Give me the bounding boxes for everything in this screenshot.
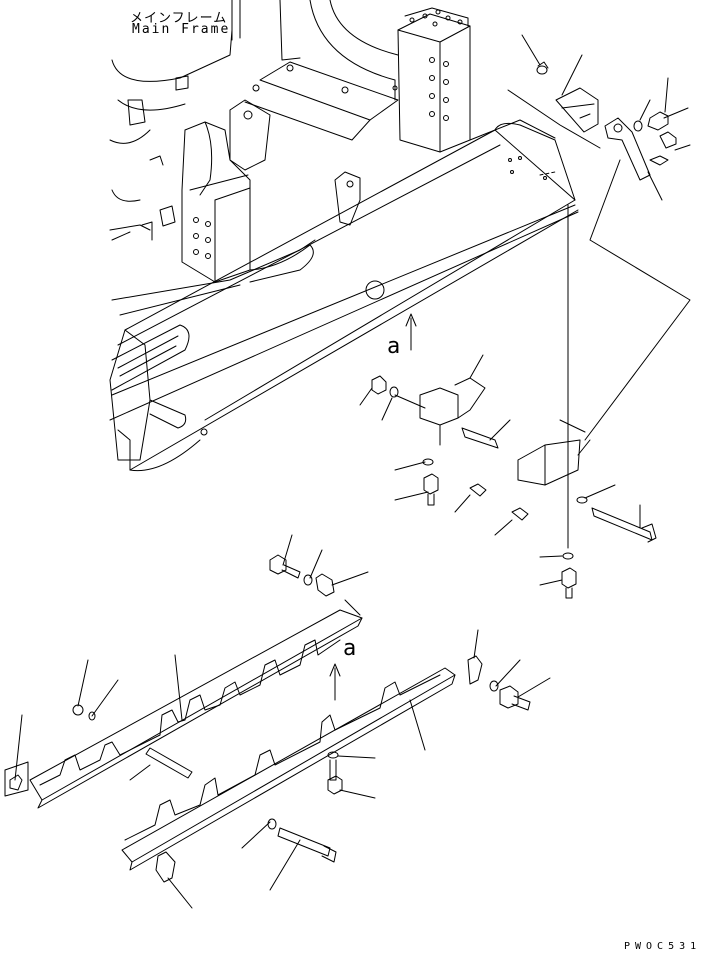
bolt-part	[500, 686, 530, 710]
lower-guard-assembly	[5, 535, 550, 908]
bolt-part	[660, 132, 676, 148]
arrow-a-upper	[406, 314, 416, 350]
middle-hardware	[360, 314, 656, 598]
arrow-a-lower	[330, 664, 340, 700]
title-english: Main Frame	[132, 22, 231, 37]
main-frame-assembly	[110, 0, 578, 471]
upper-right-hardware	[508, 35, 690, 548]
view-label-a-lower: a	[343, 636, 357, 661]
bolt-part	[270, 555, 300, 578]
view-label-a-upper: a	[387, 334, 401, 359]
title-japanese: メインフレーム	[130, 11, 228, 26]
tower-bolt-holes	[410, 10, 462, 121]
long-bolt-part	[592, 508, 656, 542]
bolt-part	[648, 108, 688, 130]
long-bolt-part	[278, 828, 336, 862]
pin-part	[462, 428, 498, 448]
drawing-code: PWOC531	[624, 941, 702, 952]
pin-part	[146, 748, 192, 778]
bolt-part	[562, 568, 576, 598]
bracket-holes	[194, 218, 211, 259]
washer-part	[634, 121, 642, 131]
cap-nut-part	[537, 66, 547, 74]
bolt-part	[424, 474, 438, 505]
